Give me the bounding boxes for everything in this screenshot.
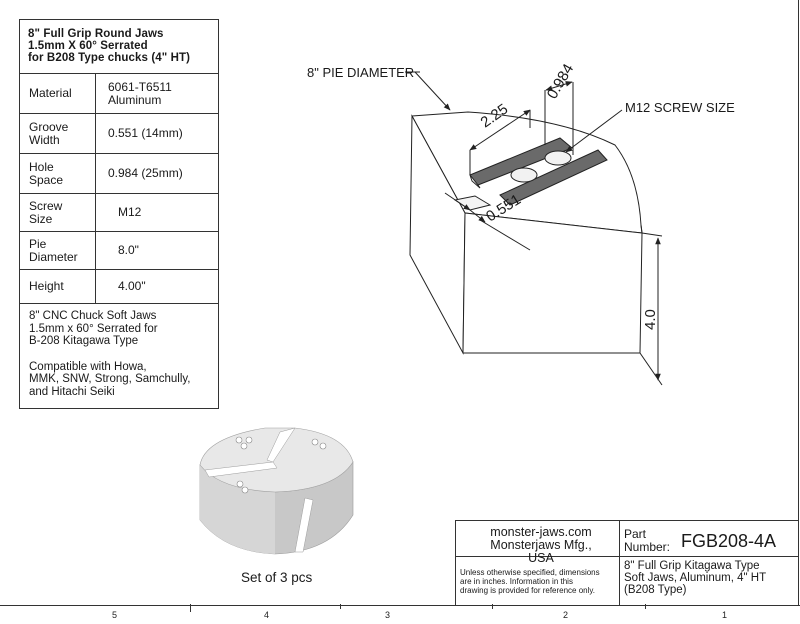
spec-key: Height	[20, 270, 96, 303]
spec-description-para: 8" CNC Chuck Soft Jaws 1.5mm x 60° Serra…	[29, 310, 217, 348]
spec-key-text: Groove	[29, 119, 69, 134]
title-block-divider	[619, 520, 620, 606]
company-website: monster-jaws.com	[490, 525, 592, 539]
title-block	[455, 520, 799, 606]
set-caption: Set of 3 pcs	[241, 570, 313, 585]
pie-diameter-label: 8" PIE DIAMETER	[307, 65, 414, 80]
spec-table: 8" Full Grip Round Jaws 1.5mm X 60° Serr…	[19, 19, 219, 409]
spec-title-line: 1.5mm X 60° Serrated	[28, 40, 148, 52]
disclaimer-line: drawing is provided for reference only.	[460, 586, 596, 595]
spec-description-line: 8" CNC Chuck Soft Jaws	[29, 310, 157, 322]
part-number: FGB208-4A	[681, 531, 777, 551]
spec-compat-line: MMK, SNW, Strong, Samchully,	[29, 373, 191, 385]
company-name: Monsterjaws Mfg., USA	[490, 538, 592, 565]
screw-size-label: M12 SCREW SIZE	[625, 100, 735, 115]
spec-value-text: 4.00"	[118, 279, 146, 293]
part-number-label: Part Number:	[624, 528, 670, 554]
spec-value-text: M12	[118, 205, 142, 219]
spec-value-text: 0.984 (25mm)	[108, 166, 183, 180]
spec-title-line: 8" Full Grip Round Jaws	[28, 28, 164, 40]
dim-4-0-label: 4.0	[642, 309, 659, 330]
zone-label: 2	[563, 610, 569, 620]
spec-compat-para: Compatible with Howa, MMK, SNW, Strong, …	[29, 361, 217, 399]
spec-key: Material	[20, 74, 96, 113]
spec-value-text: 6061-T6511	[108, 79, 172, 94]
spec-value: 0.551 (14mm)	[96, 114, 218, 153]
spec-description-line: B-208 Kitagawa Type	[29, 335, 139, 347]
spec-value-text: 0.551 (14mm)	[108, 126, 183, 140]
part-description-line: (B208 Type)	[624, 584, 687, 596]
spec-value: M12	[96, 194, 218, 231]
spec-description: 8" CNC Chuck Soft Jaws 1.5mm x 60° Serra…	[29, 310, 217, 411]
spec-key-text: Pie	[29, 236, 47, 251]
spec-title: 8" Full Grip Round Jaws 1.5mm X 60° Serr…	[20, 20, 218, 74]
disclaimer-line: Unless otherwise specified, dimensions	[460, 568, 600, 577]
spec-key-text: Size	[29, 211, 53, 226]
spec-value: 8.0"	[96, 232, 218, 269]
spec-value: 4.00"	[96, 270, 218, 303]
company-info: monster-jaws.com Monsterjaws Mfg., USA	[476, 526, 606, 565]
disclaimer: Unless otherwise specified, dimensions a…	[460, 568, 600, 595]
dimension-lines	[405, 71, 663, 386]
spec-key-text: Material	[29, 86, 72, 100]
dim-0-984-label: 0.984	[544, 61, 577, 102]
spec-title-line: for B208 Type chucks (4" HT)	[28, 52, 191, 64]
zone-label: 4	[264, 610, 270, 620]
zone-tick	[190, 604, 191, 612]
zone-tick	[492, 604, 493, 609]
spec-value-text: 8.0"	[118, 243, 139, 257]
spec-value-text: Aluminum	[108, 92, 162, 107]
spec-row-height: Height 4.00"	[20, 270, 218, 304]
part-description-line: Soft Jaws, Aluminum, 4" HT	[624, 572, 767, 584]
spec-key-text: Space	[29, 172, 64, 187]
spec-value: 0.984 (25mm)	[96, 154, 218, 193]
zone-label: 5	[112, 610, 118, 620]
jaw-outline	[409, 111, 643, 355]
sheet-border-right	[798, 0, 799, 606]
part-description: 8" Full Grip Kitagawa Type Soft Jaws, Al…	[624, 560, 766, 596]
jaw-set-render	[199, 427, 354, 555]
spec-key-text: Width	[29, 132, 60, 147]
spec-key-text: Diameter	[29, 249, 78, 264]
zone-label: 1	[722, 610, 728, 620]
zone-tick	[340, 604, 341, 609]
title-block-divider	[455, 556, 799, 557]
disclaimer-line: are in inches. Information in this	[460, 577, 573, 586]
zone-label: 3	[385, 610, 391, 620]
spec-compat-line: Compatible with Howa,	[29, 360, 147, 373]
spec-key-text: Screw	[29, 198, 63, 213]
spec-key-text: Hole	[29, 159, 54, 174]
zone-tick	[645, 604, 646, 609]
part-description-line: 8" Full Grip Kitagawa Type	[624, 560, 760, 572]
part-number-label-line: Number:	[624, 540, 671, 554]
sheet-border-bottom	[0, 605, 800, 606]
part-number-label-line: Part	[624, 527, 647, 541]
spec-key-text: Height	[29, 279, 64, 293]
spec-compat-line: and Hitachi Seiki	[29, 385, 115, 398]
spec-description-line: 1.5mm x 60° Serrated for	[29, 322, 158, 335]
